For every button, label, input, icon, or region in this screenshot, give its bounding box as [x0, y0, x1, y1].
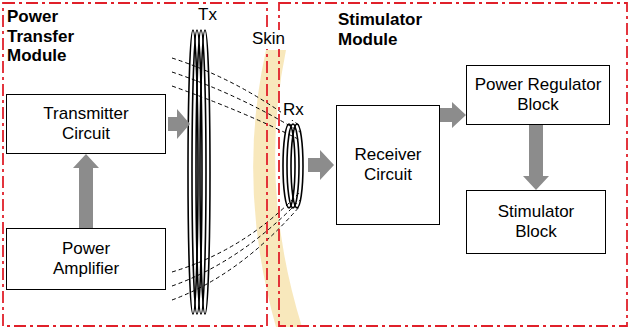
module-heading: Power Transfer Module: [7, 7, 111, 66]
flow-arrow: [73, 154, 99, 228]
box-label: Transmitter Circuit: [30, 104, 142, 145]
skin-layer: [253, 50, 302, 327]
module-region: Power Transfer ModuleTransmitter Circuit…: [2, 2, 268, 327]
part-label: Skin: [250, 30, 287, 49]
tx-coil: [188, 30, 210, 314]
box-label: Stimulator Block: [490, 202, 582, 243]
module-heading: Stimulator Module: [338, 10, 442, 49]
region-border: [3, 3, 267, 326]
power-arrow: [308, 150, 334, 180]
power-arrow: [168, 109, 190, 139]
block-box: Transmitter Circuit: [6, 94, 166, 154]
module-region: Stimulator ModuleReceiver Circuit Power R…: [278, 2, 628, 327]
field-lines: [172, 58, 300, 300]
block-box: Stimulator Block: [466, 190, 606, 254]
rx-coil: [283, 124, 303, 208]
part-label: Rx: [281, 101, 306, 120]
part-label: Tx: [196, 6, 219, 25]
block-box: Power Regulator Block: [466, 65, 610, 125]
box-label: Receiver Circuit: [343, 145, 433, 186]
block-box: Receiver Circuit: [336, 105, 440, 225]
flow-arrow: [523, 125, 549, 190]
block-box: Power Amplifier: [6, 228, 166, 290]
box-label: Power Regulator Block: [473, 75, 603, 116]
box-label: Power Amplifier: [36, 239, 136, 280]
flow-arrow: [440, 102, 466, 128]
region-outline: [278, 2, 628, 327]
region-border: [279, 3, 627, 326]
